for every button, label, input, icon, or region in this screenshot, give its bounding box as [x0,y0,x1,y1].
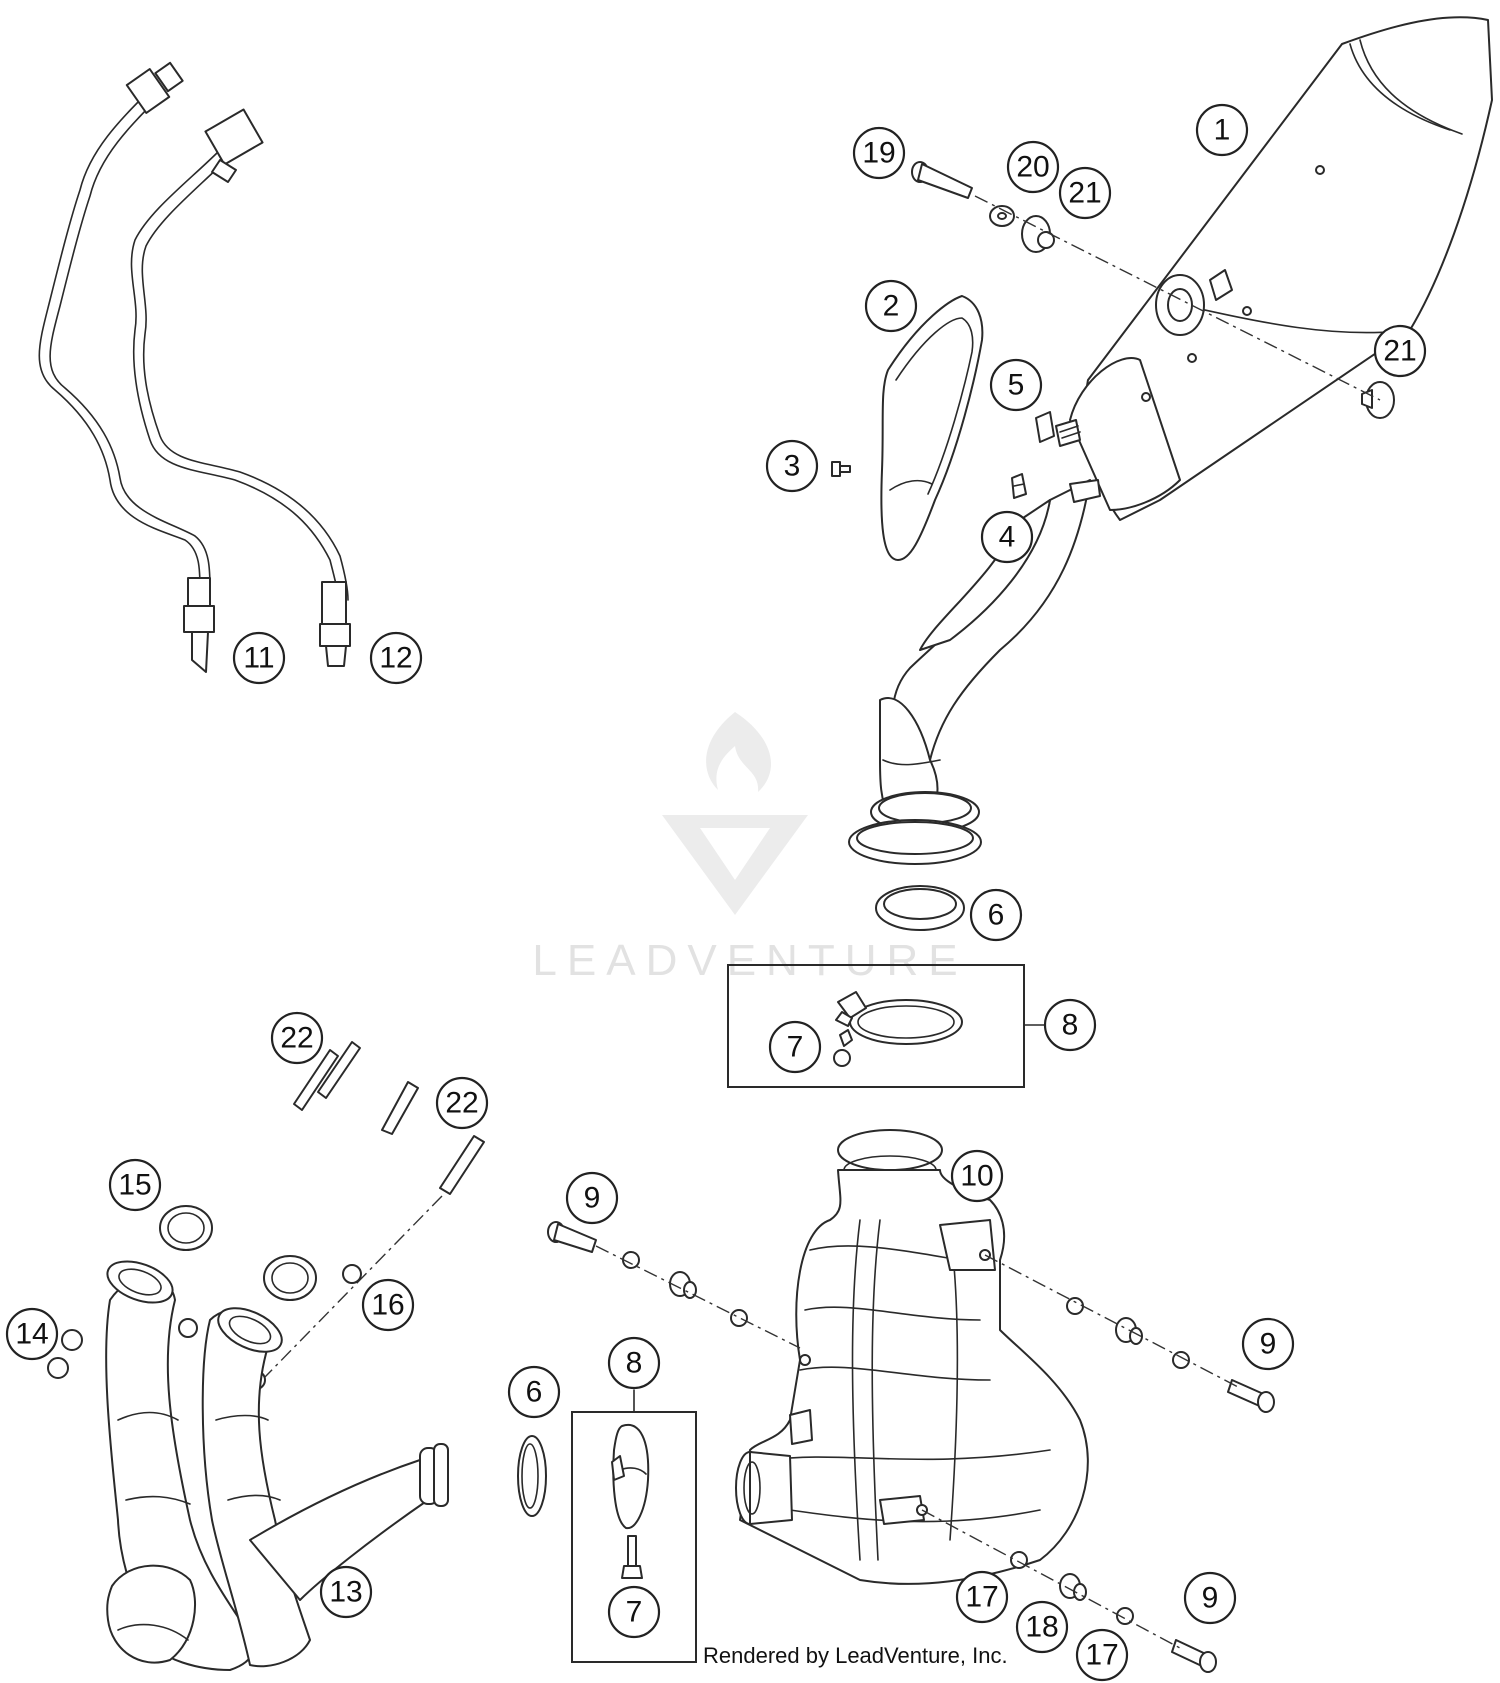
oxygen-sensor-11 [38,61,215,673]
callout-7-lower: 7 [607,1585,661,1639]
catalytic-silencer-10 [735,1129,1089,1585]
link-pipe [848,479,1101,865]
svg-text:15: 15 [118,1169,151,1202]
gasket-6-lower [517,1435,547,1517]
callout-16: 16 [361,1278,415,1332]
flame-logo-icon [706,712,772,792]
svg-text:9: 9 [1202,1582,1219,1615]
callout-9-right: 9 [1241,1317,1295,1371]
spacer-16 [342,1264,362,1284]
callout-15: 15 [108,1158,162,1212]
svg-text:5: 5 [1008,369,1025,402]
callout-8-lower: 8 [607,1336,661,1390]
mount-axis-line-bottom [921,1509,1181,1649]
stud-22-lower [439,1135,485,1195]
svg-text:9: 9 [1260,1328,1277,1361]
svg-text:6: 6 [988,899,1005,932]
callout-17-right: 17 [1075,1628,1129,1682]
callout-6-upper: 6 [969,888,1023,942]
clip-5 [1035,411,1081,447]
callout-9-bottom: 9 [1183,1571,1237,1625]
svg-text:14: 14 [15,1318,48,1351]
svg-text:22: 22 [280,1022,313,1055]
svg-text:7: 7 [787,1031,804,1064]
callout-21-right: 21 [1373,324,1427,378]
svg-text:6: 6 [526,1376,543,1409]
callout-14: 14 [5,1307,59,1361]
v-logo-icon [662,815,808,915]
stud-22-single [381,1081,419,1135]
svg-text:7: 7 [626,1596,643,1629]
screw-3 [831,461,851,477]
grommet-21-upper [1021,215,1055,253]
spacer-set-right [1066,1297,1190,1369]
svg-text:11: 11 [243,642,274,675]
stud-axis-line [263,1195,443,1379]
callout-13: 13 [319,1565,373,1619]
callout-2: 2 [864,279,918,333]
svg-text:13: 13 [329,1576,362,1609]
mount-axis-line-left [595,1245,801,1349]
svg-text:2: 2 [883,290,900,323]
washer-20 [989,205,1015,227]
callout-10: 10 [950,1149,1004,1203]
bolt-19 [911,161,973,199]
callout-17-left: 17 [955,1570,1009,1624]
oxygen-sensor-12 [130,108,351,667]
callout-21-upper: 21 [1058,166,1112,220]
svg-text:3: 3 [784,450,801,483]
svg-text:18: 18 [1025,1611,1058,1644]
bolt-9-left [547,1221,597,1253]
callout-5: 5 [989,358,1043,412]
clamp-set-8-lower [571,1389,697,1663]
svg-text:17: 17 [965,1581,998,1614]
svg-text:4: 4 [999,521,1016,554]
bolt-9-bottom [1171,1639,1217,1673]
clamp-set-8-upper [727,964,1049,1088]
svg-text:16: 16 [371,1289,404,1322]
svg-text:1: 1 [1214,114,1231,147]
bolt-9-right [1227,1379,1275,1413]
callout-4: 4 [980,510,1034,564]
exhaust-manifold-13 [105,1260,449,1671]
callout-22-right: 22 [435,1076,489,1130]
callout-20: 20 [1006,140,1060,194]
svg-text:10: 10 [960,1160,993,1193]
svg-text:19: 19 [862,137,895,170]
watermark-brand-text: LEADVENTURE [532,936,967,985]
svg-text:8: 8 [1062,1009,1079,1042]
spacer-set-left [622,1251,748,1327]
callout-9-left: 9 [565,1171,619,1225]
heat-shield-2 [880,295,984,561]
stud-22-pair [293,1041,361,1111]
callout-11: 11 [232,631,286,685]
svg-text:12: 12 [379,642,412,675]
callout-3: 3 [765,439,819,493]
callout-22-left: 22 [270,1011,324,1065]
rendered-by-credit: Rendered by LeadVenture, Inc. [703,1643,1008,1668]
leadventure-watermark: LEADVENTURE [532,712,967,985]
svg-text:22: 22 [445,1087,478,1120]
callout-1: 1 [1195,103,1249,157]
svg-text:9: 9 [584,1182,601,1215]
mount-axis-line-right [984,1254,1241,1389]
callout-18: 18 [1015,1600,1069,1654]
gasket-6-upper [875,885,965,931]
svg-text:21: 21 [1068,177,1101,210]
callout-7-upper: 7 [768,1020,822,1074]
muffler-1 [1069,16,1493,521]
svg-text:8: 8 [626,1347,643,1380]
svg-text:21: 21 [1383,335,1416,368]
mount-axis-line-upper [974,195,1381,401]
gasket-15 [159,1205,317,1301]
callout-6-lower: 6 [507,1365,561,1419]
callout-19: 19 [852,126,906,180]
svg-text:20: 20 [1016,151,1049,184]
grommet-21-right [1361,381,1395,419]
spring-nut-4 [1011,473,1027,499]
callout-8-upper: 8 [1043,998,1097,1052]
callout-12: 12 [369,631,423,685]
svg-text:17: 17 [1085,1639,1118,1672]
